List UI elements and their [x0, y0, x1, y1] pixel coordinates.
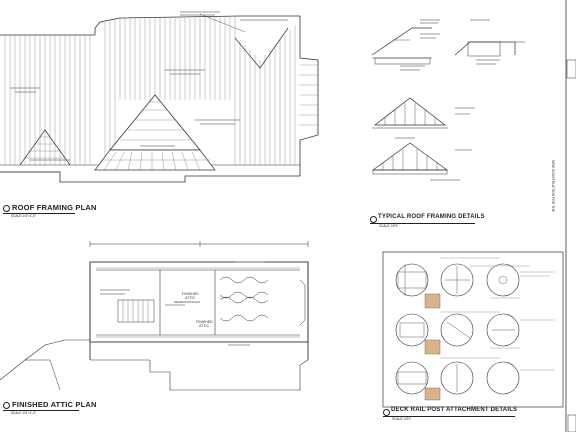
attic-room-label-finished: FINISHED [182, 292, 199, 296]
finished-attic-plan-title: FINISHED ATTIC PLAN [12, 400, 97, 409]
title-block-vertical-text: NEW CONSTRUCTION FOR THE [551, 160, 555, 212]
finished-attic-plan-drawing [0, 241, 309, 391]
typical-roof-framing-details-scale: SCALE: NTS [379, 224, 398, 228]
typical-roof-framing-details-title: TYPICAL ROOF FRAMING DETAILS [378, 214, 485, 220]
deck-rail-post-attachment-details-title: DECK RAIL POST ATTACHMENT DETAILS [391, 407, 518, 413]
attic-room-label-attic: ATTIC [185, 296, 196, 300]
roof-framing-plan-scale: SCALE 1/4"=1'-0" [11, 214, 37, 218]
deck-details-bubble [383, 409, 390, 416]
attic-room-label-attic-2: ATTIC [199, 324, 210, 328]
typical-roof-framing-details-drawing [371, 19, 525, 181]
attic-room-label-recreation: RECREATION ROOM [174, 301, 200, 304]
typical-roof-framing-details-underline [370, 223, 475, 224]
roof-plan-detail-bubble [3, 205, 10, 212]
finished-attic-plan-title-underline [3, 410, 79, 411]
deck-rail-post-attachment-details-scale: SCALE: NTS [392, 417, 411, 421]
roof-framing-plan-drawing [0, 11, 319, 183]
roof-framing-plan-title-underline [3, 213, 75, 214]
roof-framing-plan-title: ROOF FRAMING PLAN [12, 203, 97, 212]
attic-room-label-finished-2: FINISHED [196, 320, 213, 324]
deck-rail-post-details-drawing [382, 251, 564, 408]
attic-plan-detail-bubble [3, 402, 10, 409]
deck-rail-post-attachment-details-underline [383, 416, 515, 417]
title-block-border [565, 0, 576, 432]
finished-attic-plan-scale: SCALE 1/4"=1'-0" [11, 411, 37, 415]
roof-details-bubble [370, 216, 377, 223]
